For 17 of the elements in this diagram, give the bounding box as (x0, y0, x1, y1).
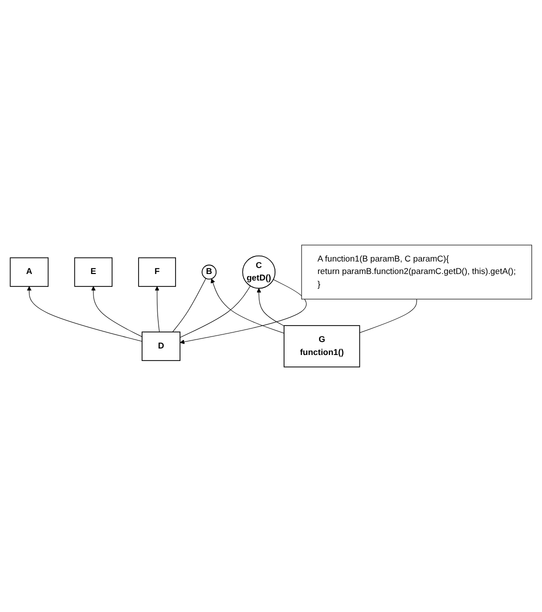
node-box: F (138, 257, 176, 287)
node-circle: B (202, 264, 217, 280)
node-box: A (10, 257, 49, 287)
node-box: E (74, 257, 112, 287)
arrow (256, 288, 284, 326)
node-circle: C getD() (242, 255, 276, 289)
connector (359, 298, 417, 334)
arrow (210, 278, 284, 334)
node-box: D (142, 332, 180, 361)
arrow (154, 286, 160, 332)
node-box: G function1() (284, 325, 360, 368)
arrow (91, 286, 142, 338)
connector (180, 286, 251, 338)
connector (172, 278, 206, 332)
node-box: A function1(B paramB, C paramC){ return paramB.function2(paramC.getD(), this).getA(); } (301, 244, 532, 300)
arrow (180, 279, 307, 344)
arrow (26, 286, 142, 342)
